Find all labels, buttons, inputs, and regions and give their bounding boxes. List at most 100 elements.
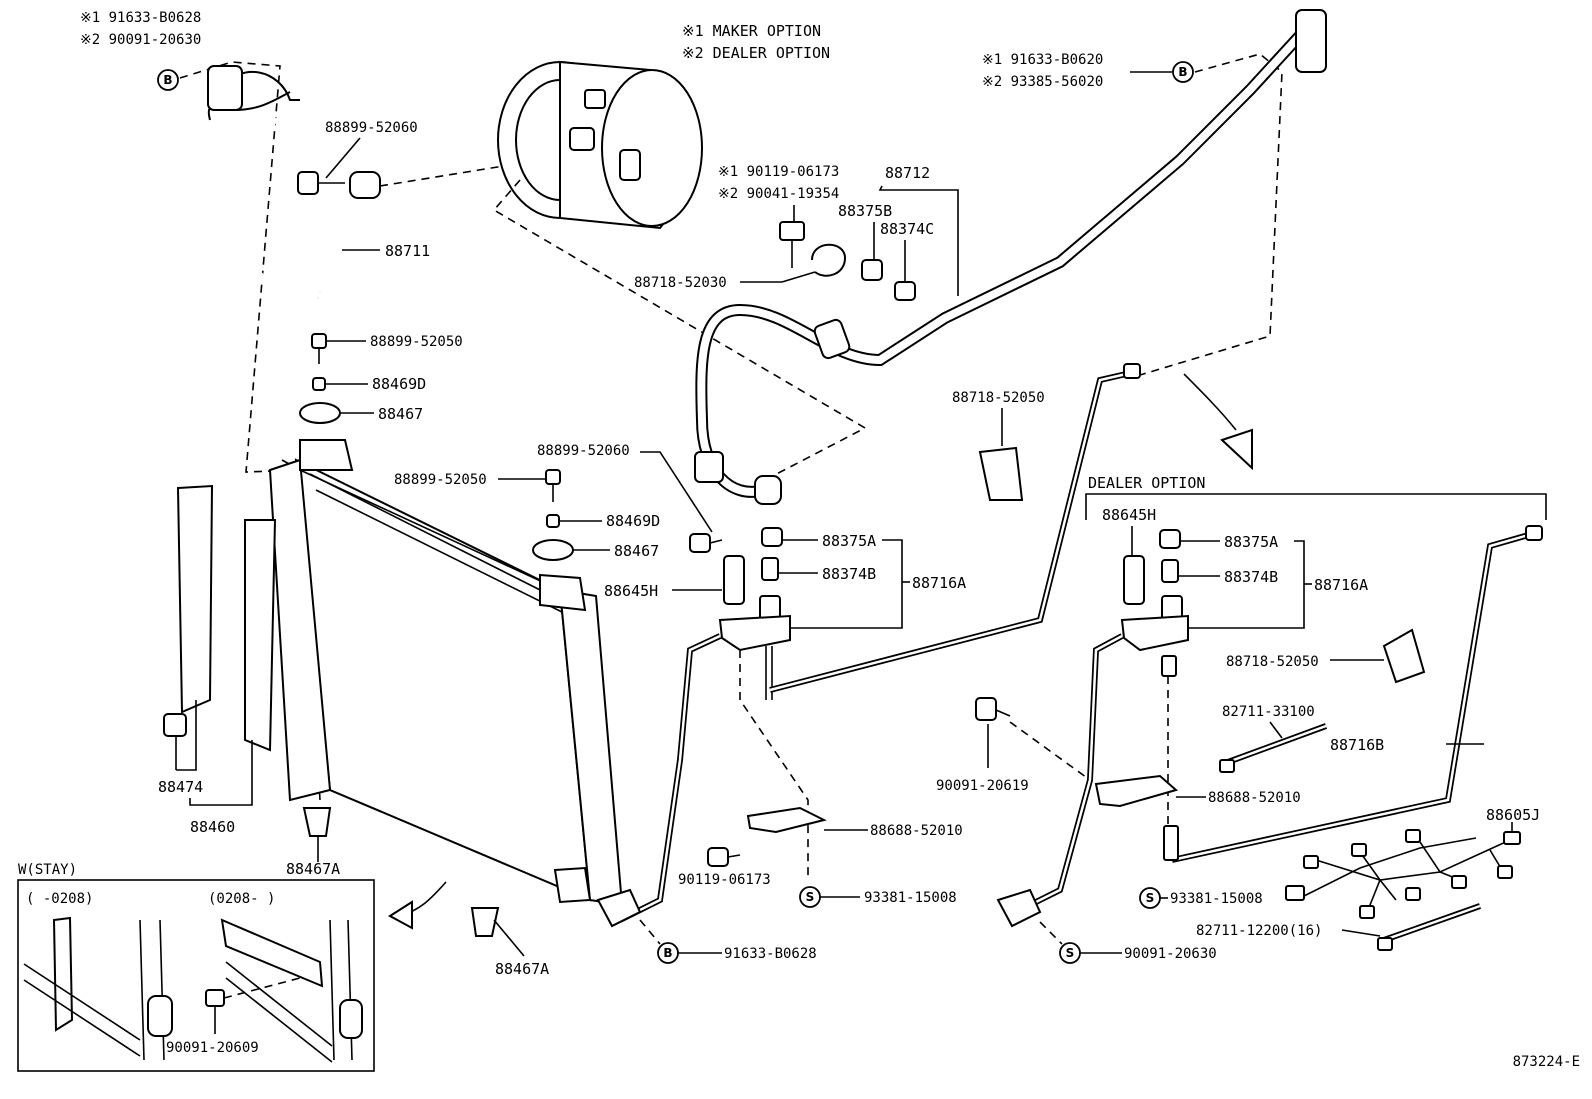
legend-dealer: ※2 DEALER OPTION (682, 44, 830, 62)
core-88374B-b (1161, 559, 1179, 583)
bracket-88688-52010-b (1094, 774, 1179, 808)
label-88375A-b: 88375A (1224, 533, 1278, 551)
clamp-88718-52030 (781, 243, 847, 283)
bolt-88899-52060-top (297, 171, 345, 195)
label-88374B-a: 88374B (822, 565, 876, 583)
bracket-88712 (878, 185, 959, 296)
label-88469D-a: 88469D (372, 375, 426, 393)
dealer-option-bracket (1085, 493, 1547, 520)
label-tr-dealer: ※2 93385-56020 (982, 74, 1103, 90)
tie-82711-12200 (1377, 903, 1482, 951)
label-tr-maker: ※1 91633-B0620 (982, 52, 1103, 68)
stay-bolt-label: 90091-20609 (166, 1040, 259, 1056)
bolt-90119-06173 (707, 847, 741, 867)
core-88374B-a (761, 557, 779, 581)
clamp-88718-52050-b (1382, 628, 1426, 684)
label-88467-a: 88467 (378, 405, 423, 423)
label-tl-dealer: ※2 90091-20630 (80, 32, 201, 48)
cap-88375A-b (1159, 529, 1181, 549)
legend-maker: ※1 MAKER OPTION (682, 22, 821, 40)
label-88899-52050-a: 88899-52050 (370, 334, 463, 350)
dashed-leader-left (179, 61, 301, 473)
label-88716B: 88716B (1330, 736, 1384, 754)
label-88899-52050-b: 88899-52050 (394, 472, 487, 488)
label-88467-b: 88467 (614, 542, 659, 560)
label-88712: 88712 (885, 164, 930, 182)
condenser-88460 (244, 439, 624, 907)
core-88374C (894, 281, 916, 301)
stay-left-illustration (23, 916, 173, 1061)
marker-s-center: S (799, 886, 821, 908)
label-88645H-b: 88645H (1102, 506, 1156, 524)
cushion-88467-b (532, 539, 574, 561)
tie-82711-33100 (1219, 723, 1328, 773)
dashed-leader-compressor (379, 164, 511, 187)
collar-88469D-b (546, 514, 560, 528)
label-88605J: 88605J (1486, 806, 1540, 824)
figure-code: 873224-E (1513, 1054, 1580, 1070)
label-88374C: 88374C (880, 220, 934, 238)
cushion-88467A-a (302, 807, 332, 837)
label-88645H-a: 88645H (604, 582, 658, 600)
label-90119-06173: 90119-06173 (678, 872, 771, 888)
svg-text:B: B (663, 946, 672, 960)
label-82711-12200: 82711-12200(16) (1196, 923, 1322, 939)
bolt-88899-52060-mid (689, 533, 723, 553)
discharge-hose (694, 9, 1327, 505)
block-dealer (1120, 614, 1189, 677)
arrow-dealer (1183, 373, 1237, 431)
label-90091-20619: 90091-20619 (936, 778, 1029, 794)
dashed-leader-center (492, 179, 867, 481)
svg-text:S: S (1066, 946, 1075, 960)
hose-88711 (207, 65, 381, 303)
receiver-88474 (163, 484, 214, 737)
block-center (718, 614, 791, 700)
liquid-pipe-center (618, 363, 1141, 923)
label-88474: 88474 (158, 778, 203, 796)
label-88460: 88460 (190, 818, 235, 836)
label-88716A-b: 88716A (1314, 576, 1368, 594)
compressor (497, 60, 703, 230)
stay-right-range: (0208- ) (208, 891, 275, 907)
label-82711-33100: 82711-33100 (1222, 704, 1315, 720)
svg-text:S: S (806, 890, 815, 904)
label-c-dealer: ※2 90041-19354 (718, 186, 839, 202)
label-93381-15008-a: 93381-15008 (864, 890, 957, 906)
fitting-bottom (596, 888, 642, 928)
label-88467A-b: 88467A (495, 960, 549, 978)
stay-box-title: W(STAY) (18, 862, 77, 878)
label-88688-52010-a: 88688-52010 (870, 823, 963, 839)
cap-88375B (861, 259, 883, 281)
cap-88375A-a (761, 527, 783, 547)
collar-88469D-a (312, 377, 326, 391)
bolt-88899-52050-b (545, 469, 561, 502)
marker-s-dealer-b: S (1059, 942, 1081, 964)
label-c-maker: ※1 90119-06173 (718, 164, 839, 180)
switch-88645H-b (1123, 555, 1183, 621)
svg-text:S: S (1146, 891, 1155, 905)
label-88711: 88711 (385, 242, 430, 260)
label-90091-20630: 90091-20630 (1124, 946, 1217, 962)
label-88899-52060-mid: 88899-52060 (537, 443, 630, 459)
label-93381-15008-b: 93381-15008 (1170, 891, 1263, 907)
stay-left-range: ( -0208) (26, 891, 93, 907)
harness-88605J (1285, 829, 1521, 919)
cushion-88467A-b (470, 907, 500, 937)
marker-s-dealer-a: S (1139, 887, 1161, 909)
label-88469D-b: 88469D (606, 512, 660, 530)
label-88718-52050-b: 88718-52050 (1226, 654, 1319, 670)
switch-88645H-a (723, 555, 781, 621)
bolt-88899-52050-a (311, 333, 327, 364)
stay-box (17, 879, 375, 1072)
label-88716A-a: 88716A (912, 574, 966, 592)
cushion-88467-a (299, 402, 341, 424)
label-88688-52010-b: 88688-52010 (1208, 790, 1301, 806)
dealer-option-heading: DEALER OPTION (1088, 474, 1205, 492)
svg-text:B: B (1178, 65, 1187, 79)
clamp-88718-52050-a (978, 446, 1024, 501)
marker-b-topright: B (1172, 61, 1194, 83)
bolt-90091-20619 (975, 697, 1011, 721)
label-88899-52060-top: 88899-52060 (325, 120, 418, 136)
bolt-center (779, 221, 805, 268)
